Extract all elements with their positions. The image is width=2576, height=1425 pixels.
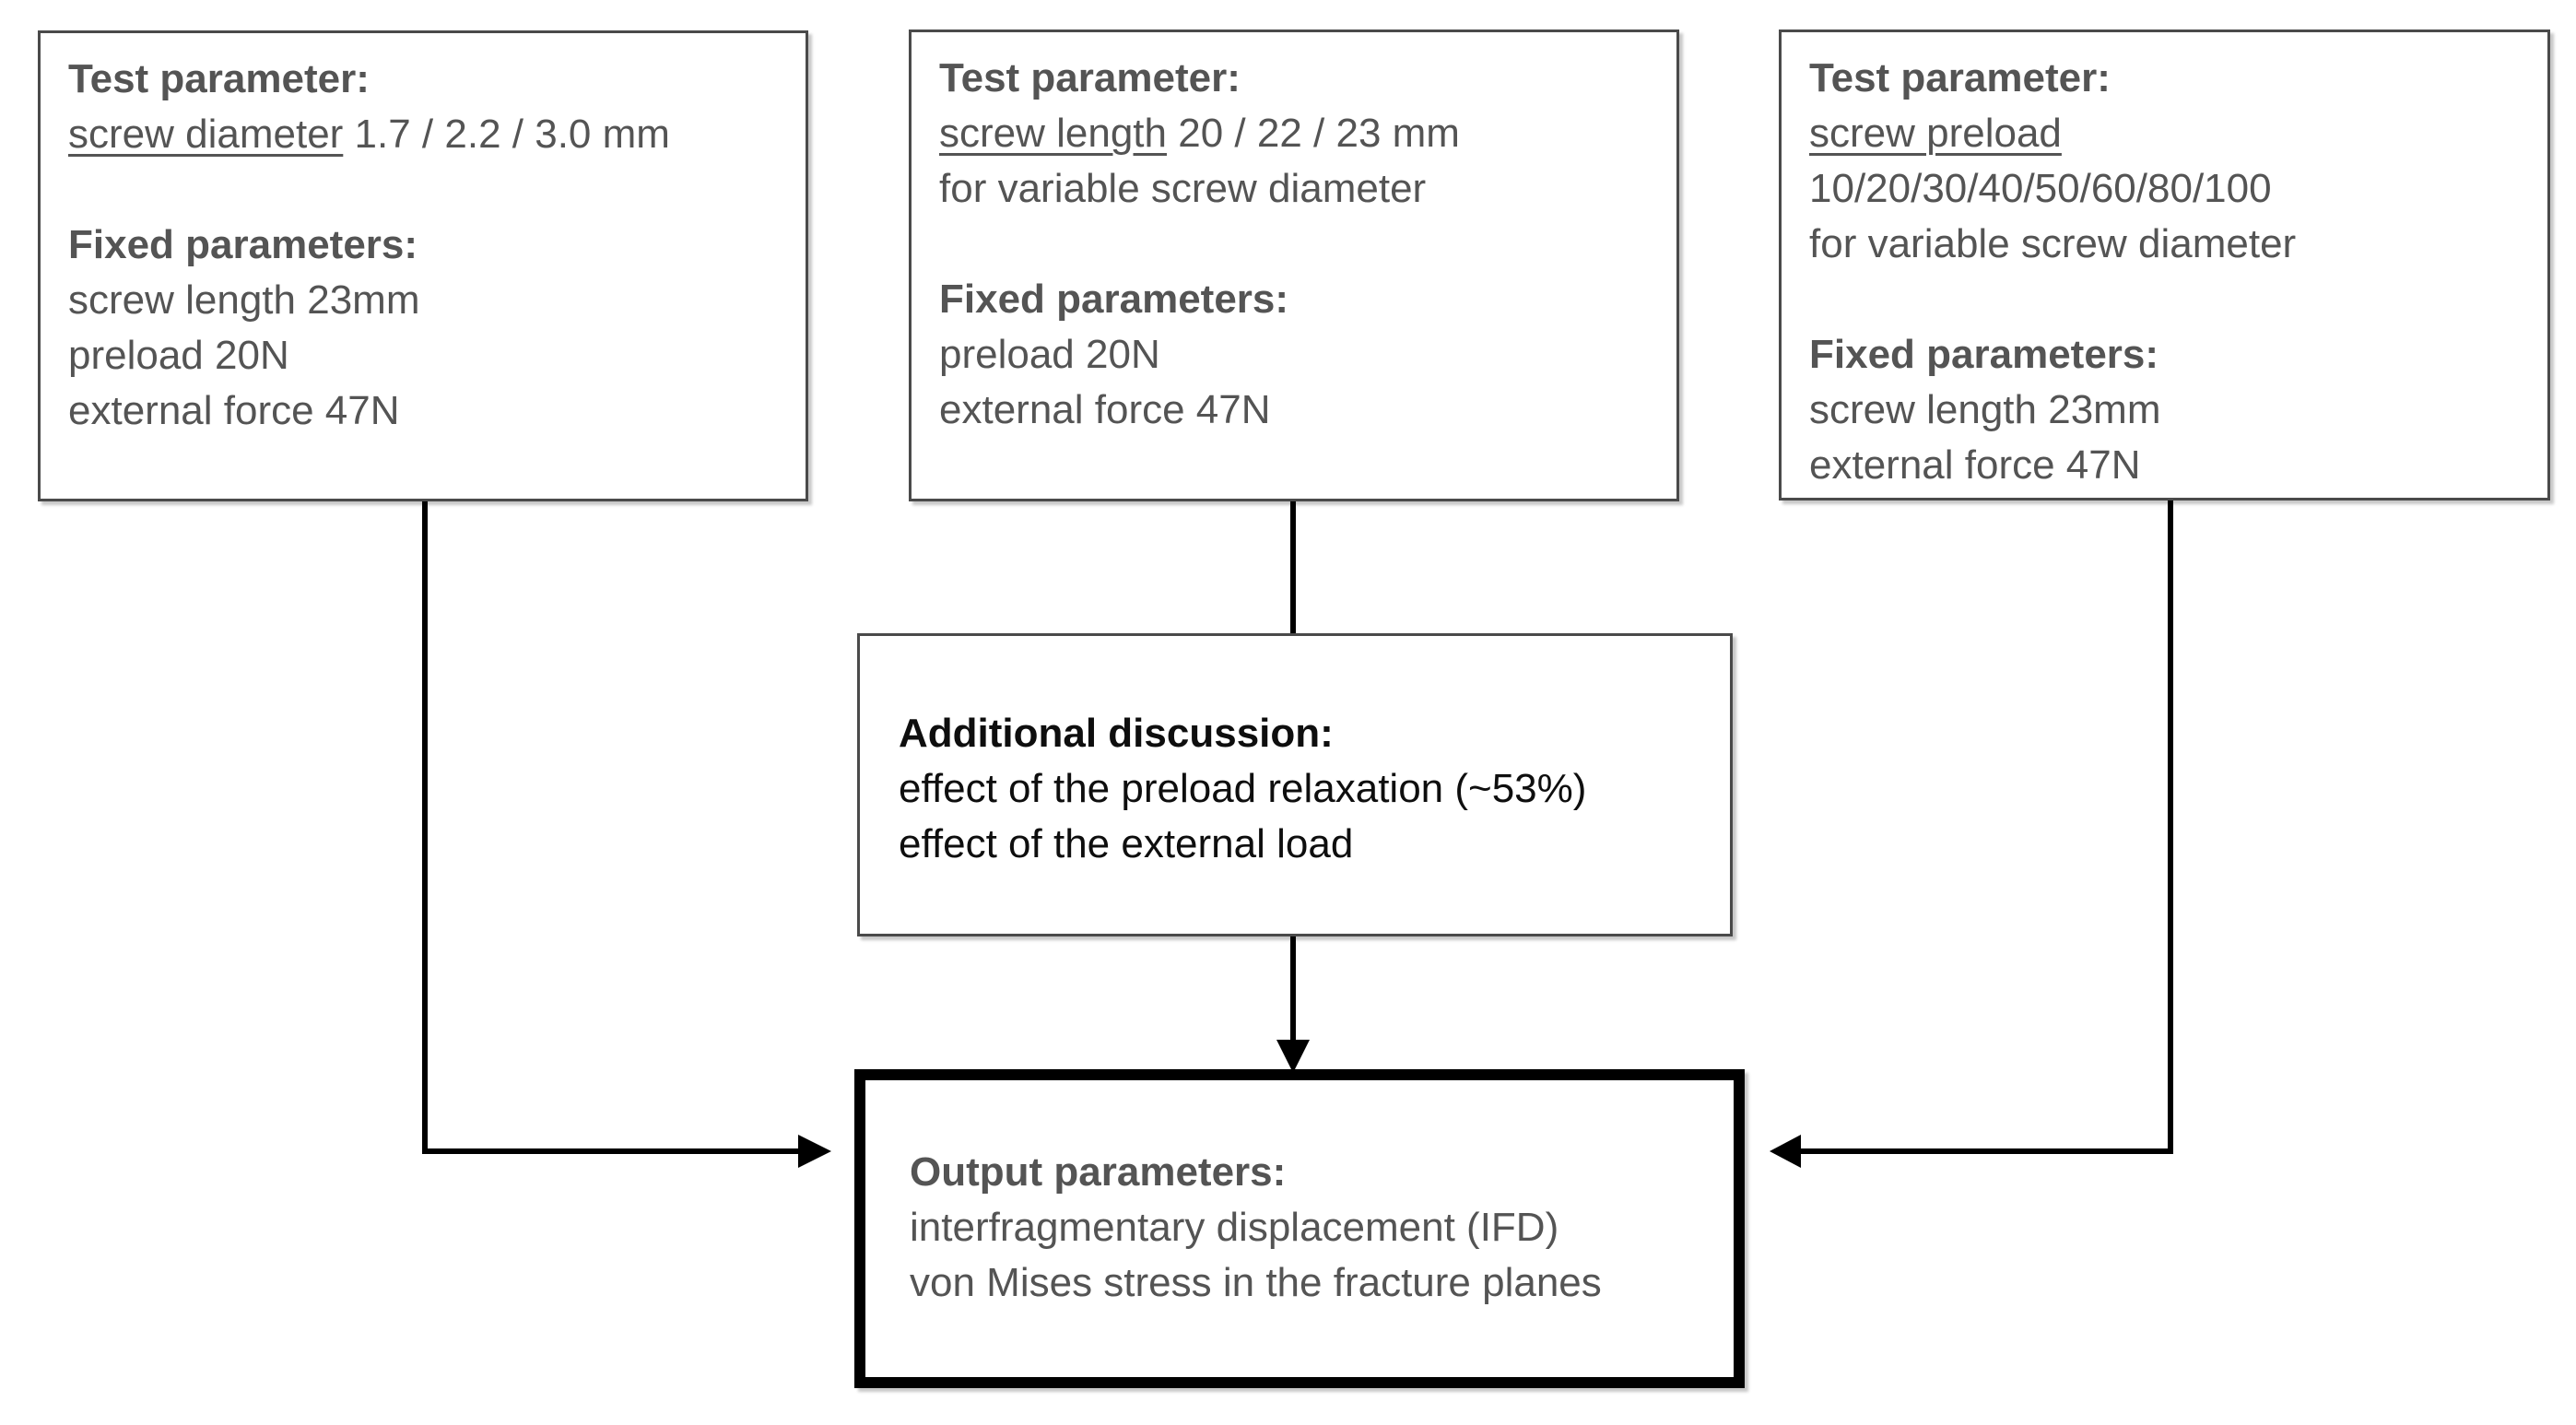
fixed-parameters-header: Fixed parameters: bbox=[1809, 332, 2159, 377]
fixed-parameters-header: Fixed parameters: bbox=[68, 222, 418, 267]
test-parameter-value: screw diameter 1.7 / 2.2 / 3.0 mm bbox=[68, 107, 778, 162]
underlined-parameter: screw preload bbox=[1809, 111, 2062, 156]
fixed-parameter-line: preload 20N bbox=[939, 332, 1160, 377]
arrowhead-left-to-output bbox=[798, 1135, 831, 1168]
output-parameters-header: Output parameters: bbox=[910, 1149, 1287, 1195]
connector-right-to-output bbox=[1801, 498, 2173, 1154]
fixed-parameter-line: external force 47N bbox=[68, 388, 400, 433]
parameter-values: 10/20/30/40/50/60/80/100 bbox=[1809, 166, 2272, 211]
spacer-line bbox=[939, 217, 1649, 272]
parameter-values: 1.7 / 2.2 / 3.0 mm bbox=[343, 112, 670, 157]
underlined-parameter: screw length bbox=[939, 111, 1168, 156]
test-parameter-box-screw-length: Test parameter: screw length 20 / 22 / 2… bbox=[909, 29, 1679, 501]
box-content: Output parameters: interfragmentary disp… bbox=[865, 1080, 1734, 1311]
parameter-values: 20 / 22 / 23 mm bbox=[1167, 111, 1460, 156]
spacer-line bbox=[68, 162, 778, 218]
parameter-note: for variable screw diameter bbox=[939, 166, 1427, 211]
additional-discussion-header: Additional discussion: bbox=[899, 711, 1334, 756]
box-content: Test parameter: screw length 20 / 22 / 2… bbox=[912, 32, 1676, 456]
test-parameter-header: Test parameter: bbox=[1809, 55, 2111, 100]
fixed-parameters-header: Fixed parameters: bbox=[939, 277, 1289, 322]
fixed-parameter-line: preload 20N bbox=[68, 333, 289, 378]
test-parameter-box-screw-diameter: Test parameter: screw diameter 1.7 / 2.2… bbox=[38, 30, 808, 501]
output-parameter-line: interfragmentary displacement (IFD) bbox=[910, 1205, 1559, 1250]
additional-discussion-box: Additional discussion: effect of the pre… bbox=[857, 633, 1733, 936]
test-parameter-value: screw length 20 / 22 / 23 mm bbox=[939, 106, 1649, 161]
output-parameter-line: von Mises stress in the fracture planes bbox=[910, 1260, 1602, 1305]
arrowhead-right-to-output bbox=[1770, 1135, 1801, 1168]
box-content: Test parameter: screw preload 10/20/30/4… bbox=[1782, 32, 2547, 512]
output-parameters-box: Output parameters: interfragmentary disp… bbox=[854, 1069, 1745, 1388]
underlined-parameter: screw diameter bbox=[68, 112, 344, 157]
arrowhead-additional-to-output bbox=[1276, 1040, 1310, 1073]
test-parameter-value: screw preload bbox=[1809, 106, 2520, 161]
discussion-line: effect of the preload relaxation (~53%) bbox=[899, 766, 1587, 811]
box-content: Additional discussion: effect of the pre… bbox=[860, 636, 1730, 872]
fixed-parameter-line: external force 47N bbox=[1809, 442, 2141, 488]
fixed-parameter-line: external force 47N bbox=[939, 387, 1271, 432]
parameter-note: for variable screw diameter bbox=[1809, 221, 2297, 266]
test-parameter-header: Test parameter: bbox=[68, 56, 370, 101]
connector-left-to-output bbox=[422, 498, 798, 1154]
test-parameter-box-screw-preload: Test parameter: screw preload 10/20/30/4… bbox=[1779, 29, 2550, 501]
fixed-parameter-line: screw length 23mm bbox=[1809, 387, 2161, 432]
fixed-parameter-line: screw length 23mm bbox=[68, 277, 420, 323]
box-content: Test parameter: screw diameter 1.7 / 2.2… bbox=[41, 33, 806, 457]
test-parameter-header: Test parameter: bbox=[939, 55, 1241, 100]
spacer-line bbox=[1809, 272, 2520, 327]
discussion-line: effect of the external load bbox=[899, 821, 1354, 866]
